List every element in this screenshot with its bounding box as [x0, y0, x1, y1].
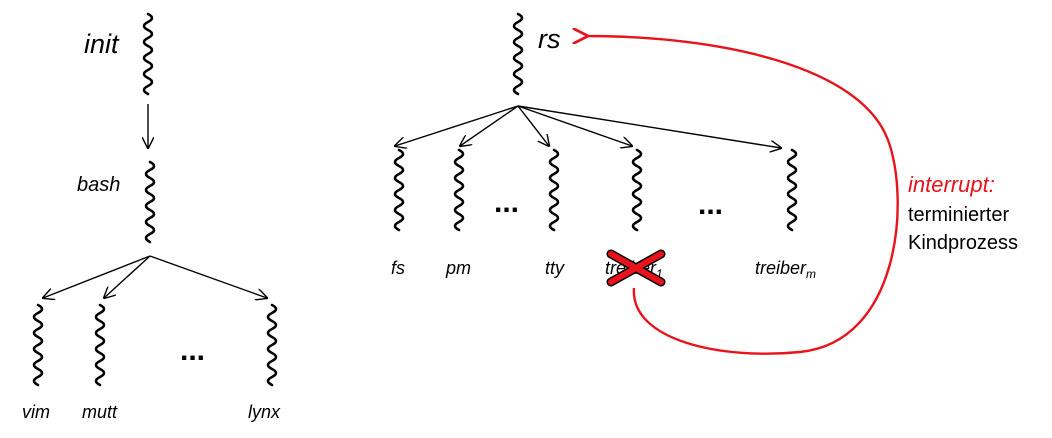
ellipsis-right-2: ...: [698, 188, 723, 221]
label-init: init: [84, 29, 120, 59]
interrupt-arrow: [586, 36, 899, 355]
edge-bash-lynx: [149, 255, 267, 298]
label-bash: bash: [77, 174, 120, 196]
terminated-cross-icon: [606, 249, 666, 287]
process-wave-init: [142, 12, 154, 96]
label-vim: vim: [22, 402, 50, 422]
label-fs: fs: [391, 258, 405, 278]
ellipsis-right-1: ...: [494, 186, 519, 219]
interrupt-line-1: terminierter: [908, 204, 1009, 226]
label-lynx: lynx: [248, 402, 281, 422]
label-treiber-m: treiberm: [755, 258, 816, 281]
process-wave-vim: [32, 303, 44, 387]
process-wave-lynx: [266, 303, 278, 387]
edge-rs-treiber-m: [517, 105, 781, 148]
edge-bash-mutt: [104, 255, 151, 298]
process-wave-fs: [393, 148, 405, 232]
label-rs: rs: [538, 24, 561, 54]
label-pm: pm: [445, 258, 471, 278]
process-wave-treiber-m: [786, 148, 798, 232]
process-wave-pm: [453, 148, 465, 232]
edge-rs-fs: [395, 105, 519, 146]
interrupt-line-2: Kindprozess: [908, 232, 1018, 254]
process-wave-rs: [512, 12, 524, 96]
edge-rs-tty: [517, 105, 549, 146]
edge-bash-vim: [43, 255, 151, 298]
process-wave-tty: [548, 148, 560, 232]
process-wave-mutt: [94, 303, 106, 387]
label-mutt: mutt: [82, 402, 118, 422]
interrupt-title: interrupt:: [908, 172, 995, 197]
process-wave-treiber-1: [631, 148, 643, 232]
label-tty: tty: [545, 258, 565, 278]
process-wave-bash: [144, 160, 156, 244]
edge-rs-treiber-1: [517, 105, 632, 146]
edge-rs-pm: [460, 105, 519, 146]
ellipsis-left: ...: [180, 334, 205, 367]
